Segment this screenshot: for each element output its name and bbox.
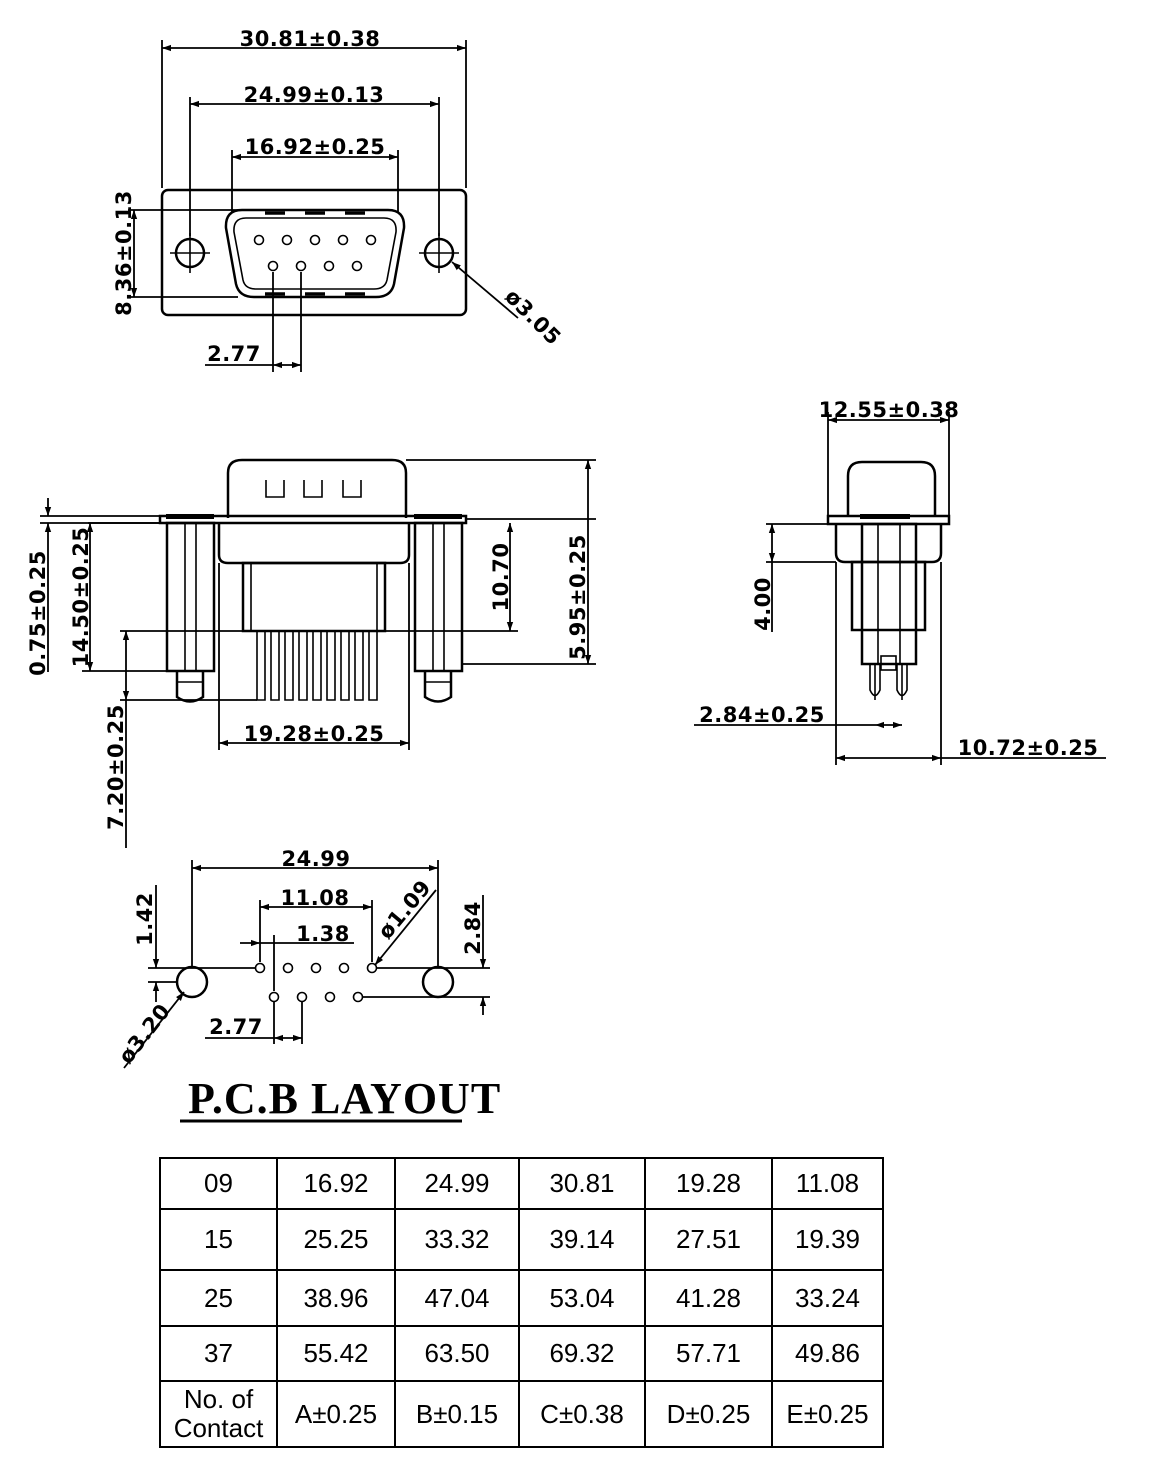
table-cell-d: 41.28 [644,1269,773,1327]
dim-body-depth: 4.00 [751,577,775,631]
dim-pcb-pin-pitch: 2.77 [209,1015,263,1039]
end-insulator-upper [834,524,943,564]
dim-pcb-hole-spacing: 24.99 [282,847,351,871]
table-header-contacts-line2: Contact [173,1413,264,1443]
front-view: 30.81±0.38 24.99±0.13 16.92±0.25 8.36±0.… [112,27,566,372]
dimension-table: 09 16.92 24.99 30.81 19.28 11.08 15 25.2… [159,1157,884,1448]
front-d-shell-inner [233,217,397,290]
dim-pcb-pin-span: 11.08 [281,886,350,910]
dim-flange-thickness: 0.75±0.25 [26,550,50,676]
side-boardlock-left [175,671,205,703]
pcb-pin-row-bottom [268,991,364,1003]
table-cell-a: 38.96 [276,1269,396,1327]
dim-pcb-row-spacing: 2.84 [461,901,485,955]
dim-overall-depth: 10.72±0.25 [958,736,1099,760]
table-cell-b: 63.50 [394,1325,520,1382]
table-cell-c: 39.14 [518,1208,646,1271]
side-flange-clip-left [166,514,214,519]
table-cell-b: 47.04 [394,1269,520,1327]
side-flange-clip-right [414,514,462,519]
side-boardlock-right [423,671,453,703]
end-view: 12.55±0.38 4.00 2.84±0.25 10.72±0.25 [694,398,1106,765]
table-row: 09 16.92 24.99 30.81 19.28 11.08 [159,1157,884,1210]
side-standoff-left [165,521,216,673]
pcb-layout-title: P.C.B LAYOUT [188,1074,501,1123]
table-cell-a: 25.25 [276,1208,396,1271]
pcb-layout-view: 24.99 11.08 1.38 ø1.09 1.42 2.84 2.77 [114,847,501,1123]
table-header-d: D±0.25 [644,1380,773,1448]
table-cell-contacts: 37 [159,1325,278,1382]
side-insulator-lower [241,561,387,633]
table-cell-e: 49.86 [771,1325,884,1382]
front-mount-hole-right [419,233,459,273]
end-insulator-lower [850,560,927,632]
pcb-mount-hole-left [175,965,209,999]
table-header-e: E±0.25 [771,1380,884,1448]
end-flange-clip [860,514,910,519]
table-cell-e: 11.08 [771,1157,884,1210]
table-row: 25 38.96 47.04 53.04 41.28 33.24 [159,1269,884,1327]
dim-end-row-spacing: 2.84±0.25 [699,703,825,727]
table-row: 37 55.42 63.50 69.32 57.71 49.86 [159,1325,884,1382]
table-cell-a: 55.42 [276,1325,396,1382]
dim-front-mount-hole: ø3.05 [500,284,566,350]
dim-d-body-width: 19.28±0.25 [244,722,385,746]
table-header-c: C±0.38 [518,1380,646,1448]
table-cell-contacts: 25 [159,1269,278,1327]
table-cell-c: 69.32 [518,1325,646,1382]
table-row: 15 25.25 33.32 39.14 27.51 19.39 [159,1208,884,1271]
table-header-a: A±0.25 [276,1380,396,1448]
table-header-contacts: No. of Contact [159,1380,278,1448]
table-cell-b: 24.99 [394,1157,520,1210]
front-mount-hole-left [170,233,210,273]
end-standoff [860,522,918,666]
dim-pcb-pin-offset: 1.38 [296,922,350,946]
dim-body-height: 14.50±0.25 [69,527,93,668]
dim-insulator-height: 10.70 [489,543,513,612]
side-pins [256,631,378,701]
table-cell-c: 30.81 [518,1157,646,1210]
table-cell-a: 16.92 [276,1157,396,1210]
table-cell-c: 53.04 [518,1269,646,1327]
side-shell-top [226,458,408,518]
table-cell-e: 33.24 [771,1269,884,1327]
dim-pcb-mount-hole: ø3.20 [114,999,175,1068]
side-insulator-upper [217,523,411,565]
front-d-shell-outer [224,208,406,299]
dim-front-pin-pitch: 2.77 [207,342,261,366]
dim-pcb-row-offset: 1.42 [133,892,157,946]
side-shell-slots [265,480,362,498]
dim-pcb-pin-hole: ø1.09 [373,875,436,943]
dim-a-shell-width: 16.92±0.25 [245,135,386,159]
table-cell-d: 19.28 [644,1157,773,1210]
dim-pin-length: 7.20±0.25 [104,704,128,830]
table-cell-d: 57.71 [644,1325,773,1382]
end-pins [869,655,908,700]
dim-shell-height: 8.36±0.13 [112,190,136,316]
end-shell-top [846,460,937,516]
pcb-pin-row-top [254,962,378,974]
table-header-row: No. of Contact A±0.25 B±0.15 C±0.38 D±0.… [159,1380,884,1448]
front-pin-row-bottom [267,260,363,272]
table-header-b: B±0.15 [394,1380,520,1448]
front-pin-row-top [253,234,377,246]
table-cell-contacts: 15 [159,1208,278,1271]
pcb-mount-hole-right [421,965,455,999]
dim-c-overall: 30.81±0.38 [240,27,381,51]
table-header-contacts-line1: No. of [183,1384,254,1414]
dim-side-shell-height: 5.95±0.25 [566,534,590,660]
table-cell-b: 33.32 [394,1208,520,1271]
front-keying-marks [265,211,365,296]
table-cell-e: 19.39 [771,1208,884,1271]
table-cell-d: 27.51 [644,1208,773,1271]
side-view: 5.95±0.25 10.70 0.75±0.25 14.50±0.25 7.2… [26,458,596,848]
side-standoff-right [413,521,464,673]
table-cell-contacts: 09 [159,1157,278,1210]
dim-flange-depth: 12.55±0.38 [819,398,960,422]
dim-b-mount-spacing: 24.99±0.13 [244,83,385,107]
front-flange [160,188,468,317]
